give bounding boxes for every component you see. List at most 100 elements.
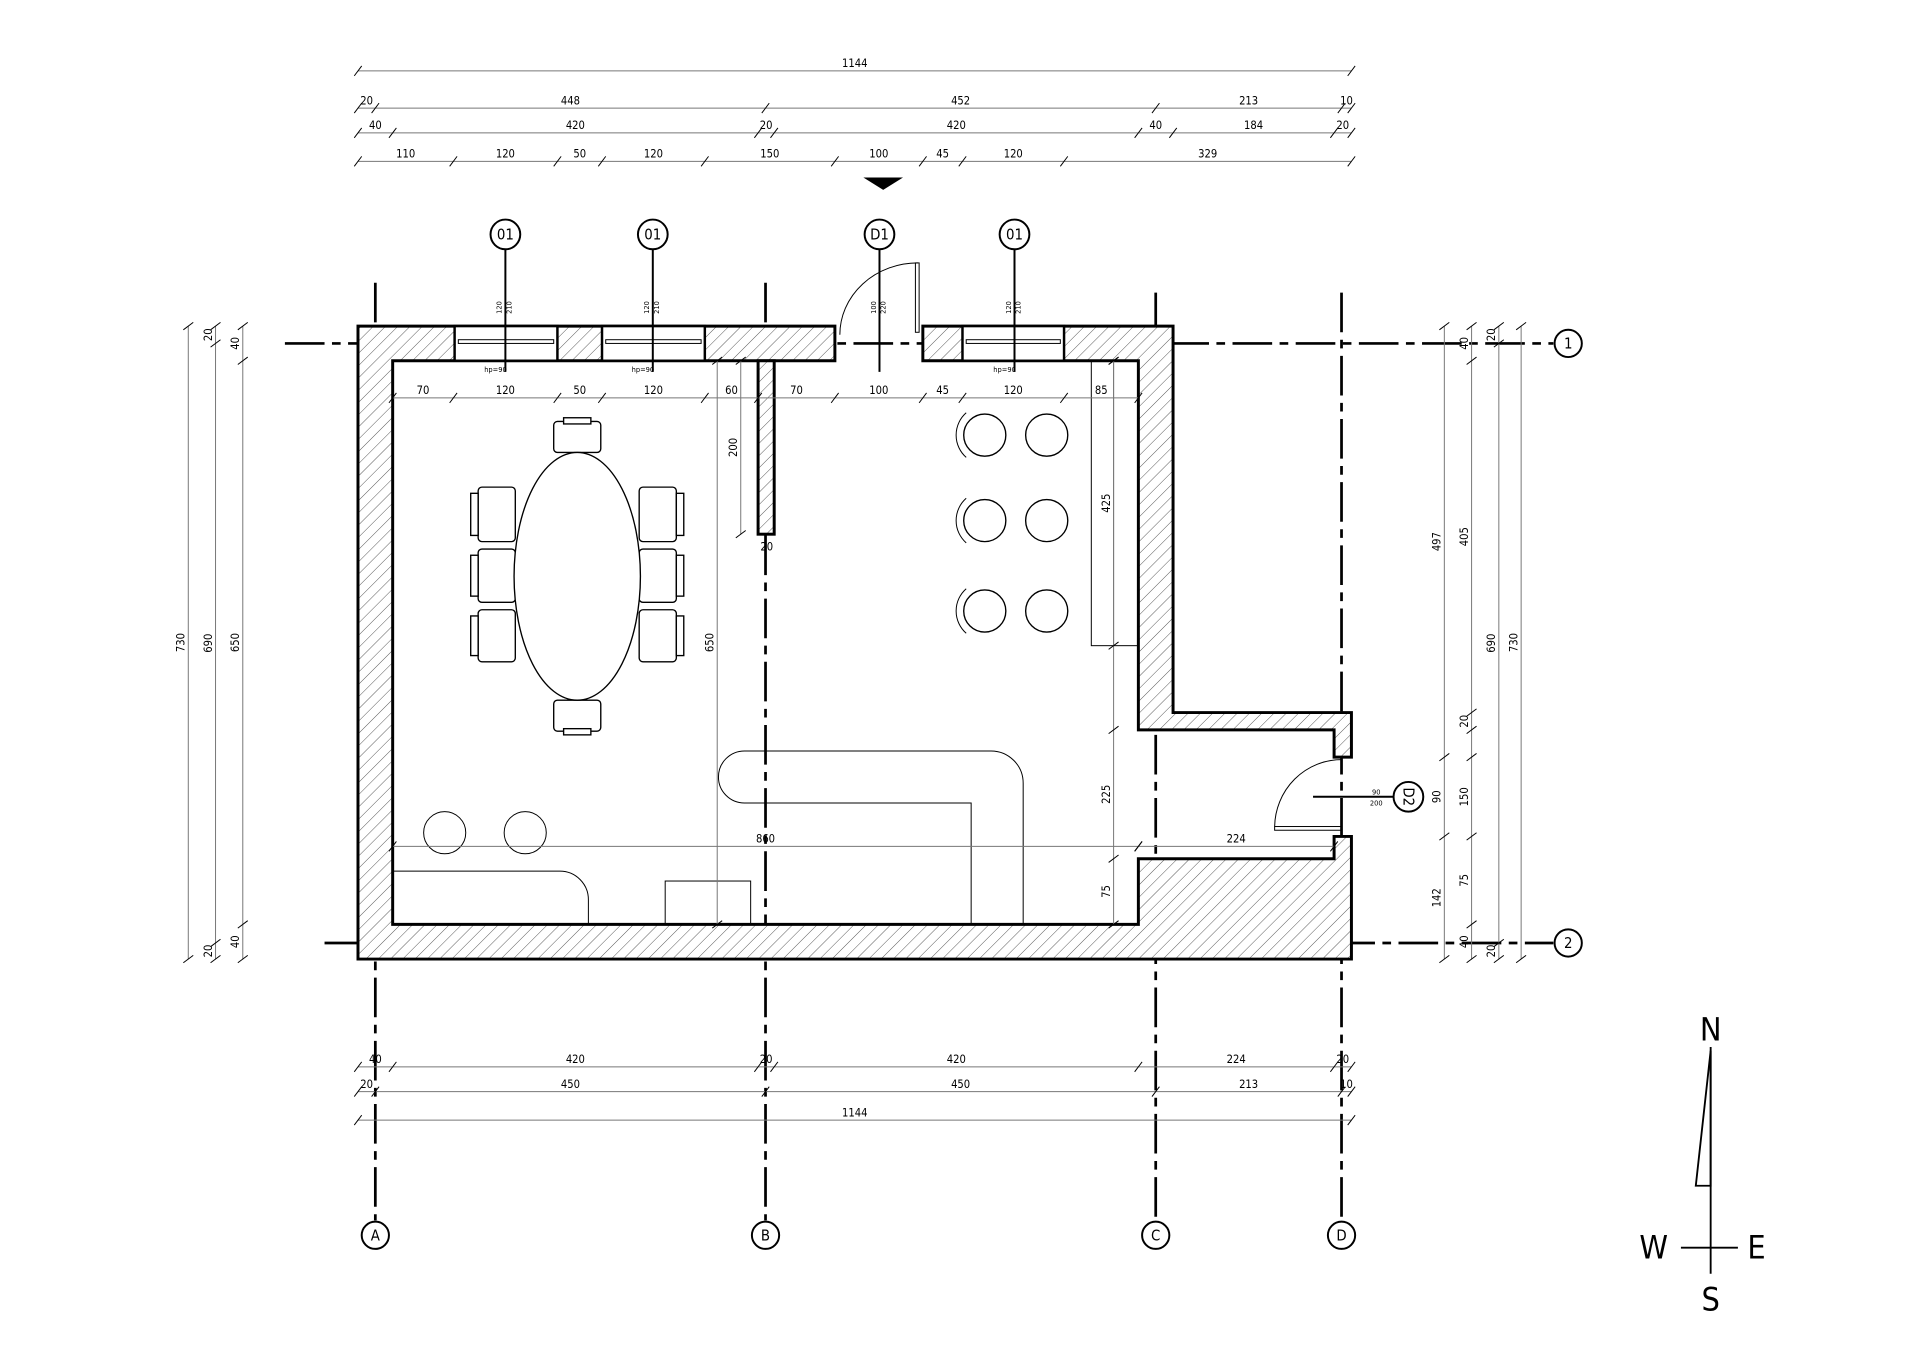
dimension-value: 20 (1485, 945, 1498, 958)
dimension-tick (353, 156, 363, 167)
dimension-value: 20 (1336, 1053, 1349, 1066)
window-tag[interactable]: 01 (489, 218, 522, 251)
dimension-value: 120 (644, 384, 663, 397)
dim-interior-224: 224 (1134, 833, 1339, 852)
dimension-value: 20 (360, 94, 373, 107)
dimension-tick (353, 1061, 363, 1073)
dim-right-col4: 730 (1507, 321, 1527, 964)
dimension-value: 730 (1507, 633, 1520, 652)
bench (392, 870, 589, 925)
compass-west: W (1639, 1229, 1668, 1267)
door-d1 (839, 262, 920, 335)
dimension-value: 420 (947, 119, 966, 132)
dimension-tick (753, 127, 763, 139)
window-width-label: 120 (642, 301, 651, 314)
dimension-tick (388, 127, 397, 139)
dimension-value: 70 (417, 384, 430, 397)
dimension-tick (1134, 127, 1143, 139)
dimension-tick (371, 1086, 380, 1097)
dim-interior-425: 425 (1100, 356, 1119, 650)
door-tag-d2[interactable]: D2 (1392, 780, 1425, 813)
dimension-value: 1144 (842, 1106, 867, 1119)
dimension-tick (1347, 1061, 1356, 1073)
compass-south: S (1701, 1281, 1719, 1319)
dimension-tick (918, 392, 927, 404)
dining-table (513, 451, 642, 701)
dimension-tick (770, 127, 779, 139)
grid-bubble-d[interactable]: D (1326, 1220, 1357, 1250)
grid-bubble-a[interactable]: A (360, 1220, 390, 1250)
door-width-label: 100 (869, 301, 878, 314)
dimension-value: 120 (1004, 148, 1023, 161)
door-height-label: 200 (1370, 798, 1383, 807)
dimension-tick (1347, 102, 1356, 114)
section-arrow-icon (863, 177, 904, 190)
door-tag-d1[interactable]: D1 (863, 218, 896, 251)
dimension-value: 20 (760, 1053, 773, 1066)
grid-bubble-b[interactable]: B (750, 1220, 781, 1250)
wall-north-east (921, 324, 1353, 759)
bar-counter (717, 750, 1024, 925)
cabinet (664, 880, 752, 925)
dimension-tick (1337, 102, 1346, 114)
dimension-value: 860 (756, 833, 775, 846)
window-tag[interactable]: 01 (998, 218, 1031, 251)
dimension-value: 20 (360, 1078, 373, 1091)
dimension-value: 448 (561, 94, 580, 107)
dimension-value: 213 (1239, 1078, 1258, 1091)
window-tag[interactable]: 01 (636, 218, 669, 251)
grid-label: B (761, 1226, 770, 1244)
grid-bubble-c[interactable]: C (1141, 1220, 1171, 1250)
window-sill-label: hp=90 (632, 365, 655, 374)
dimension-tick (597, 156, 607, 167)
dimension-value: 50 (573, 384, 586, 397)
dimension-value: 329 (1198, 148, 1217, 161)
dimension-tick (1329, 127, 1339, 139)
dimension-tick (553, 156, 562, 167)
stool (423, 811, 467, 855)
dimension-tick (958, 392, 967, 404)
grid-bubble-1[interactable]: 1 (1553, 328, 1583, 359)
dimension-tick (958, 156, 967, 167)
dimension-tick (597, 392, 607, 404)
dimension-value: 40 (1458, 337, 1471, 350)
dimension-value: 20 (202, 328, 215, 341)
dimension-value: 120 (644, 148, 663, 161)
walls (356, 324, 1353, 961)
dimension-tick (1347, 156, 1356, 167)
dimension-value: 40 (369, 119, 382, 132)
grid-bubble-2[interactable]: 2 (1553, 928, 1583, 958)
dimension-value: 110 (396, 148, 415, 161)
window-sill-label: hp=90 (993, 365, 1016, 374)
dimension-value: 224 (1227, 833, 1246, 846)
dimension-value: 420 (947, 1053, 966, 1066)
dimension-tick (353, 127, 363, 139)
dimension-tick (761, 1086, 770, 1097)
grid-lines (284, 282, 1554, 1221)
dimension-tick (553, 392, 562, 404)
bar-stools (955, 412, 1069, 634)
compass-north: N (1700, 1011, 1722, 1049)
dimension-tick (449, 392, 458, 404)
dimension-value: 420 (566, 119, 585, 132)
stool (503, 811, 547, 855)
dimension-value: 40 (229, 337, 242, 350)
interior-partition (756, 359, 776, 536)
dim-top-total: 1144 (353, 57, 1356, 77)
dimension-value: 10 (1340, 1078, 1353, 1091)
window-3 (961, 324, 1066, 363)
dimension-value: 452 (951, 94, 970, 107)
door-d2 (1274, 759, 1343, 831)
dim-interior-200: 200 (727, 356, 747, 539)
dimension-value: 40 (1149, 119, 1162, 132)
dining-set (470, 417, 685, 736)
dimension-value: 85 (1095, 384, 1108, 397)
